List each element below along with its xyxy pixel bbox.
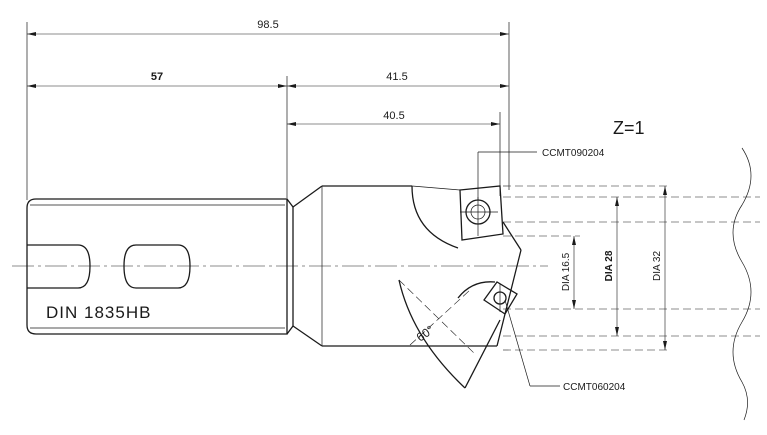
callout-top-insert: [477, 151, 537, 200]
dimension-dia-small: [572, 236, 576, 309]
shank: [26, 198, 288, 335]
dim-text-overall: 98.5: [257, 19, 278, 31]
dia-small-label: DIA 16.5: [561, 252, 572, 291]
dimension-body: [287, 84, 509, 88]
dim-text-body: 41.5: [386, 71, 407, 83]
dimension-overall: [27, 32, 509, 36]
dimension-dia-large: [663, 186, 667, 350]
break-line: [732, 147, 752, 421]
callout-bottom-insert: [504, 299, 560, 387]
top-insert-screw: [460, 197, 498, 236]
flute-count-label: Z=1: [613, 118, 645, 138]
neck-transition: [286, 185, 323, 347]
shank-flat-right: [123, 244, 191, 289]
shank-standard-label: DIN 1835HB: [46, 303, 151, 322]
insert-top-label: CCMT090204: [542, 148, 605, 159]
chip-pocket: [398, 279, 501, 389]
angle-label: 60°: [414, 322, 437, 344]
dimension-shank: [27, 84, 287, 88]
tool-body: [322, 185, 522, 347]
shank-flat-left: [27, 244, 91, 289]
extension-lines: [26, 22, 510, 200]
dim-text-shank: 57: [151, 71, 163, 83]
dim-text-insert-offset: 40.5: [383, 110, 404, 122]
bottom-insert: [483, 281, 518, 315]
dia-mid-label: DIA 28: [604, 250, 615, 281]
diameter-projection-lines: [503, 185, 760, 351]
dia-large-label: DIA 32: [652, 251, 663, 281]
insert-bottom-label: CCMT060204: [563, 382, 626, 393]
dimension-dia-mid: [615, 197, 619, 336]
dimension-insert-offset: [287, 122, 500, 126]
